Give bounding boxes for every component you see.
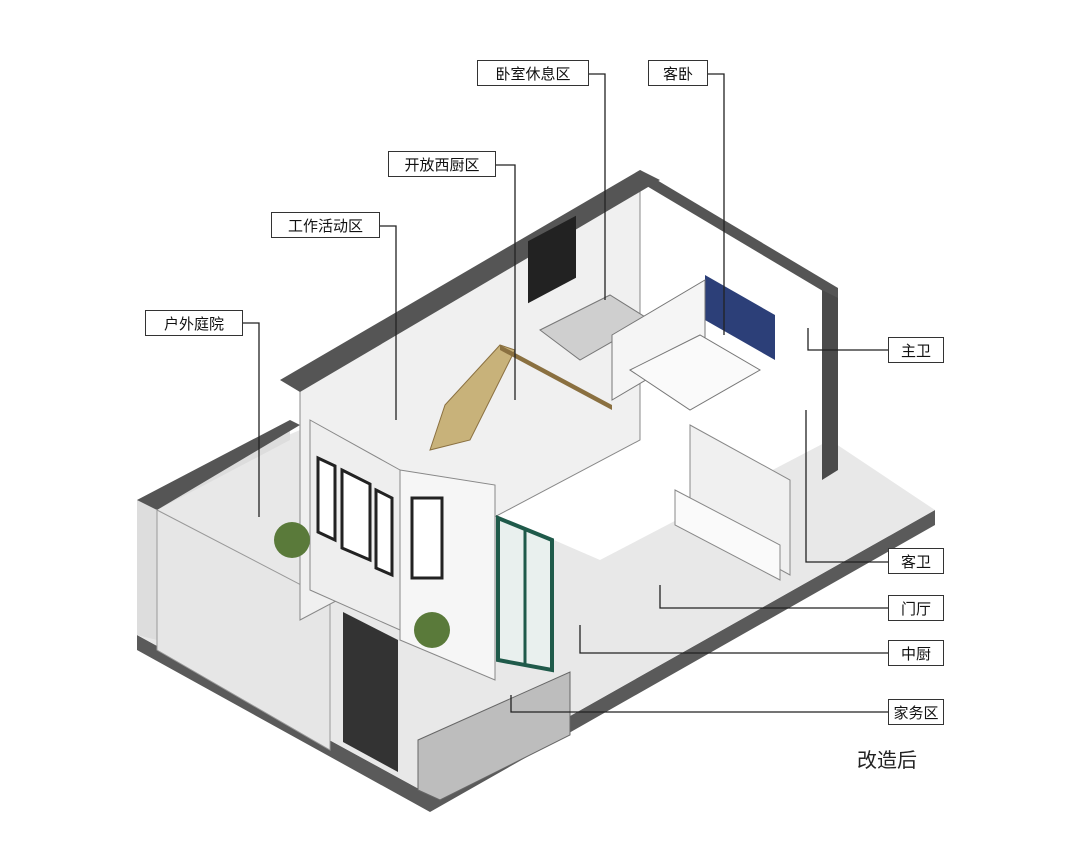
back-wall-right: [640, 170, 838, 300]
windows: [316, 455, 444, 580]
plant-icon: [274, 522, 310, 558]
guest-bed-wall-blue: [705, 275, 775, 360]
guest-bed: [629, 334, 761, 411]
label-guest-bath: 客卫: [888, 548, 944, 574]
foyer-cabinet: [674, 489, 781, 581]
tv: [528, 215, 576, 304]
label-bedroom-rest: 卧室休息区: [477, 60, 589, 86]
right-wall: [822, 290, 838, 480]
label-guest-bedroom: 客卧: [648, 60, 708, 86]
leader-lines: [243, 73, 888, 713]
courtyard-wall-side: [156, 509, 331, 751]
loft-railing: [500, 345, 612, 410]
stairs: [429, 344, 516, 451]
caption: 改造后: [857, 748, 917, 772]
entry-door: [343, 612, 398, 772]
label-housework-area: 家务区: [888, 699, 944, 725]
label-chinese-kitchen: 中厨: [888, 640, 944, 666]
label-outdoor-courtyard: 户外庭院: [145, 310, 243, 336]
label-master-bath: 主卫: [888, 337, 944, 363]
label-open-western-kitchen: 开放西厨区: [388, 151, 496, 177]
label-work-activity: 工作活动区: [271, 212, 380, 238]
label-foyer: 门厅: [888, 595, 944, 621]
service-counter: [417, 671, 571, 801]
plant-icon: [414, 612, 450, 648]
